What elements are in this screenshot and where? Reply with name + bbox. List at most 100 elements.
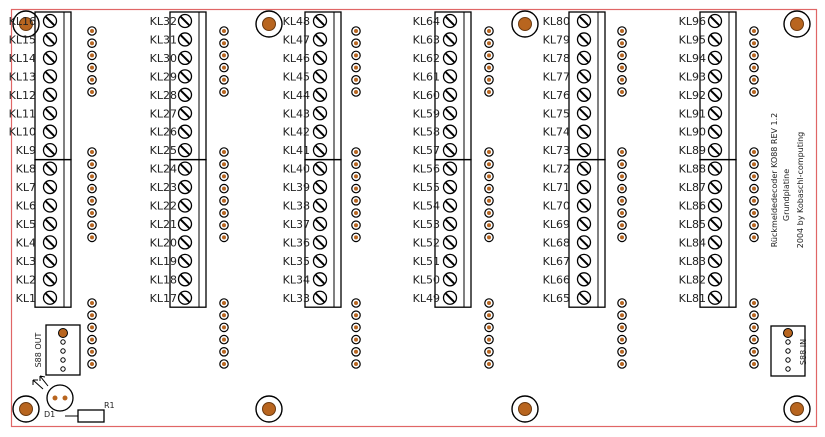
terminal-label: KL89 [679, 144, 706, 157]
terminal-block-outline [434, 158, 472, 308]
terminal-label: KL64 [413, 15, 440, 28]
pin-pad-copper [90, 362, 94, 366]
led-pad [52, 395, 58, 401]
pin-pad-copper [752, 90, 756, 94]
screw-terminal [177, 32, 193, 47]
terminal-label: KL58 [413, 126, 440, 139]
terminal-label: KL69 [543, 218, 570, 231]
terminal-block-outline [304, 158, 342, 308]
terminal-label: KL2 [16, 273, 36, 286]
screw-terminal [177, 198, 193, 213]
terminal-label: KL23 [150, 181, 177, 194]
pin-pad-copper [620, 65, 624, 70]
terminal-label: KL42 [283, 126, 310, 139]
screw-terminal [177, 50, 193, 66]
connector-pad [785, 339, 791, 345]
terminal-label: KL1 [16, 292, 36, 305]
pin-pad-copper [354, 223, 358, 228]
screw-terminal [312, 50, 328, 66]
terminal-label: KL83 [679, 255, 706, 268]
terminal-label: KL62 [413, 52, 440, 65]
pin-pad-copper [752, 325, 756, 330]
terminal-label: KL4 [16, 236, 36, 249]
screw-terminal [177, 124, 193, 139]
board-title-block: Rückmeldedecoder KO88 REV 1.2 Grundplati… [770, 113, 805, 249]
pin-pad-copper [222, 198, 226, 203]
mounting-hole [783, 10, 811, 38]
pin-pad-copper [487, 235, 491, 240]
screw-terminal [42, 179, 58, 195]
terminal-group: KL32KL31KL30KL29KL28KL27KL26KL25KL24KL23… [150, 11, 229, 369]
pin-pad-copper [222, 235, 226, 240]
connector-pad [60, 357, 66, 363]
connector-pad [60, 366, 66, 372]
terminal-label: KL29 [150, 70, 177, 83]
screw-terminal [442, 272, 458, 287]
terminal-label: KL15 [9, 33, 36, 46]
pin-pad-copper [752, 301, 756, 305]
screw-terminal [707, 198, 723, 213]
mounting-hole [255, 10, 283, 38]
pin-pad-copper [487, 77, 491, 82]
terminal-label: KL49 [413, 292, 440, 305]
pin-pad-copper [354, 349, 358, 354]
pin-pad-copper [90, 29, 94, 33]
pin-pad-copper [90, 211, 94, 215]
screw-terminal [312, 142, 328, 158]
terminal-label: KL92 [679, 89, 706, 102]
pin-pad-copper [90, 349, 94, 354]
screw-terminal [442, 179, 458, 195]
screw-terminal [42, 50, 58, 66]
pin-pad-copper [487, 349, 491, 354]
pin-pad-copper [620, 90, 624, 94]
screw-terminal [312, 198, 328, 213]
connector-pad [785, 348, 791, 354]
connector-pad [58, 328, 68, 338]
terminal-label: KL55 [413, 181, 440, 194]
screw-terminal [442, 13, 458, 29]
screw-terminal [312, 179, 328, 195]
pin-pad-copper [222, 41, 226, 46]
screw-terminal [707, 13, 723, 29]
pin-pad-copper [354, 235, 358, 240]
pin-pad-copper [752, 235, 756, 240]
pin-pad-copper [222, 65, 226, 70]
pin-pad-copper [487, 90, 491, 94]
terminal-label: KL36 [283, 236, 310, 249]
pin-pad-copper [354, 90, 358, 94]
terminal-label: KL34 [283, 273, 310, 286]
led-pad [62, 395, 68, 401]
pin-pad-copper [90, 186, 94, 191]
screw-terminal [42, 235, 58, 250]
pin-pad-copper [222, 90, 226, 94]
screw-terminal [177, 272, 193, 287]
terminal-label: KL19 [150, 255, 177, 268]
pin-pad-copper [752, 29, 756, 33]
pin-pad-copper [90, 53, 94, 58]
mounting-hole [511, 10, 539, 38]
screw-terminal [312, 124, 328, 139]
screw-terminal [177, 142, 193, 158]
pin-pad-copper [620, 313, 624, 318]
pin-pad-copper [620, 349, 624, 354]
terminal-label: KL75 [543, 107, 570, 120]
screw-terminal [177, 216, 193, 232]
pin-pad-copper [620, 186, 624, 191]
terminal-label: KL84 [679, 236, 706, 249]
terminal-label: KL11 [9, 107, 36, 120]
screw-terminal [312, 87, 328, 102]
terminal-label: KL50 [413, 273, 440, 286]
pin-pad-copper [222, 77, 226, 82]
connector-pad [783, 328, 793, 338]
pin-pad-copper [222, 186, 226, 191]
screw-terminal [442, 69, 458, 84]
terminal-label: KL10 [9, 126, 36, 139]
pin-pad-copper [354, 301, 358, 305]
screw-terminal [42, 272, 58, 287]
pin-pad-copper [487, 29, 491, 33]
screw-terminal [576, 179, 592, 195]
pin-pad-copper [222, 325, 226, 330]
screw-terminal [707, 290, 723, 305]
terminal-label: KL52 [413, 236, 440, 249]
